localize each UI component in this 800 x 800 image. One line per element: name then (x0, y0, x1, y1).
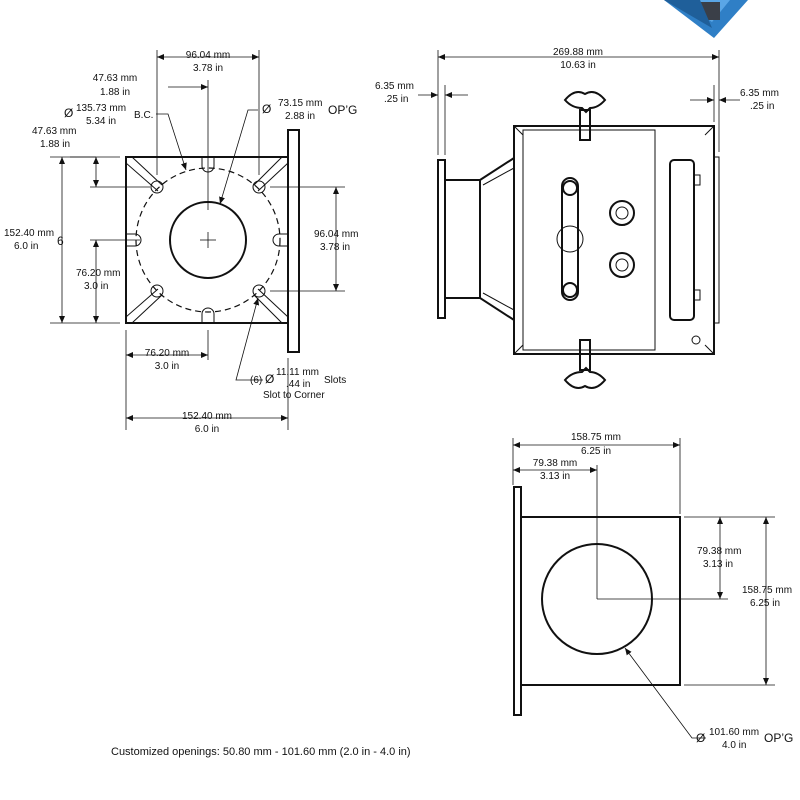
dim-7620-v-in: 3.0 in (84, 281, 108, 292)
bc-dia-in: 5.34 in (86, 116, 116, 127)
end-open-in: 4.0 in (722, 740, 746, 751)
open-dia-in: 2.88 in (285, 111, 315, 122)
side-left-flange (437, 159, 446, 319)
top-knob (563, 91, 607, 114)
side-right-in: .25 in (750, 101, 774, 112)
end-height-mm: 158.75 mm (742, 585, 792, 596)
side-right-mm: 6.35 mm (740, 88, 779, 99)
dim-9604-right-in: 3.78 in (320, 242, 350, 253)
dim-15240-v-in: 6.0 in (14, 241, 38, 252)
side-neck (444, 179, 481, 299)
front-view: 96.04 mm 3.78 in 47.63 mm 1.88 in Ø 135.… (4, 50, 358, 435)
slot-hole (252, 284, 266, 298)
bc-phi-symbol: Ø (64, 106, 73, 120)
side-clamp (669, 159, 695, 321)
end-width-in: 6.25 in (581, 446, 611, 457)
slot-count: (6) (250, 375, 262, 386)
slot-hole (252, 180, 266, 194)
open-dia-mm: 73.15 mm (278, 98, 322, 109)
dim-15240-v-mm: 152.40 mm (4, 228, 54, 239)
side-left-in: .25 in (384, 94, 408, 105)
dim-7620-h-in: 3.0 in (155, 361, 179, 372)
dim-9604-top-mm: 96.04 mm (186, 50, 230, 61)
customized-openings-note: Customized openings: 50.80 mm - 101.60 m… (111, 746, 411, 758)
slot-hole (150, 284, 164, 298)
side-view: 269.88 mm 10.63 in 6.35 mm .25 in 6.35 m… (375, 47, 779, 389)
open-phi-symbol: Ø (262, 102, 271, 116)
left-mark: 6 (57, 234, 64, 248)
bc-dia-mm: 135.73 mm (76, 103, 126, 114)
dim-4763-left-mm: 47.63 mm (32, 126, 76, 137)
slot-dia-mm: 11.11 mm (276, 367, 319, 378)
end-width-mm: 158.75 mm (571, 432, 621, 443)
end-open-label: OP’G (764, 731, 793, 745)
dim-15240-h-mm: 152.40 mm (182, 411, 232, 422)
side-right-flange (713, 156, 720, 324)
open-label: OP’G (328, 103, 357, 117)
dim-9604-top-in: 3.78 in (193, 63, 223, 74)
dim-7620-h-mm: 76.20 mm (145, 348, 189, 359)
end-open-phi: Ø (696, 731, 705, 745)
dim-4763-top-in: 1.88 in (100, 87, 130, 98)
slot-hole (150, 180, 164, 194)
dim-7620-v-mm: 76.20 mm (76, 268, 120, 279)
end-plate (520, 516, 681, 686)
side-cone (479, 156, 515, 322)
bottom-knob (563, 366, 607, 389)
dim-4763-left-in: 1.88 in (40, 139, 70, 150)
dim-15240-h-in: 6.0 in (195, 424, 219, 435)
slot-dia-in: .44 in (286, 379, 310, 390)
end-height-in: 6.25 in (750, 598, 780, 609)
slot-corner-label: Slot to Corner (263, 390, 325, 401)
end-halfw-mm: 79.38 mm (533, 458, 577, 469)
slot-phi-symbol: Ø (265, 372, 274, 386)
side-handle (561, 177, 579, 301)
brand-logo (664, 0, 748, 38)
bc-label: B.C. (134, 110, 153, 121)
side-overall-in: 10.63 in (560, 60, 596, 71)
end-open-mm: 101.60 mm (709, 727, 759, 738)
side-overall-mm: 269.88 mm (553, 47, 603, 58)
dim-9604-right-mm: 96.04 mm (314, 229, 358, 240)
side-bolt (609, 200, 635, 226)
end-view: 158.75 mm 6.25 in 79.38 mm 3.13 in 79.38… (512, 432, 793, 751)
end-halfh-in: 3.13 in (703, 559, 733, 570)
end-halfh-mm: 79.38 mm (697, 546, 741, 557)
edge-slot (126, 233, 142, 247)
end-halfw-in: 3.13 in (540, 471, 570, 482)
dim-4763-top-mm: 47.63 mm (93, 73, 137, 84)
edge-slot (272, 233, 288, 247)
edge-slot (201, 307, 215, 323)
front-flange (287, 129, 300, 353)
slot-label: Slots (324, 375, 346, 386)
end-flange (513, 486, 522, 716)
side-bolt (609, 252, 635, 278)
side-left-mm: 6.35 mm (375, 81, 414, 92)
